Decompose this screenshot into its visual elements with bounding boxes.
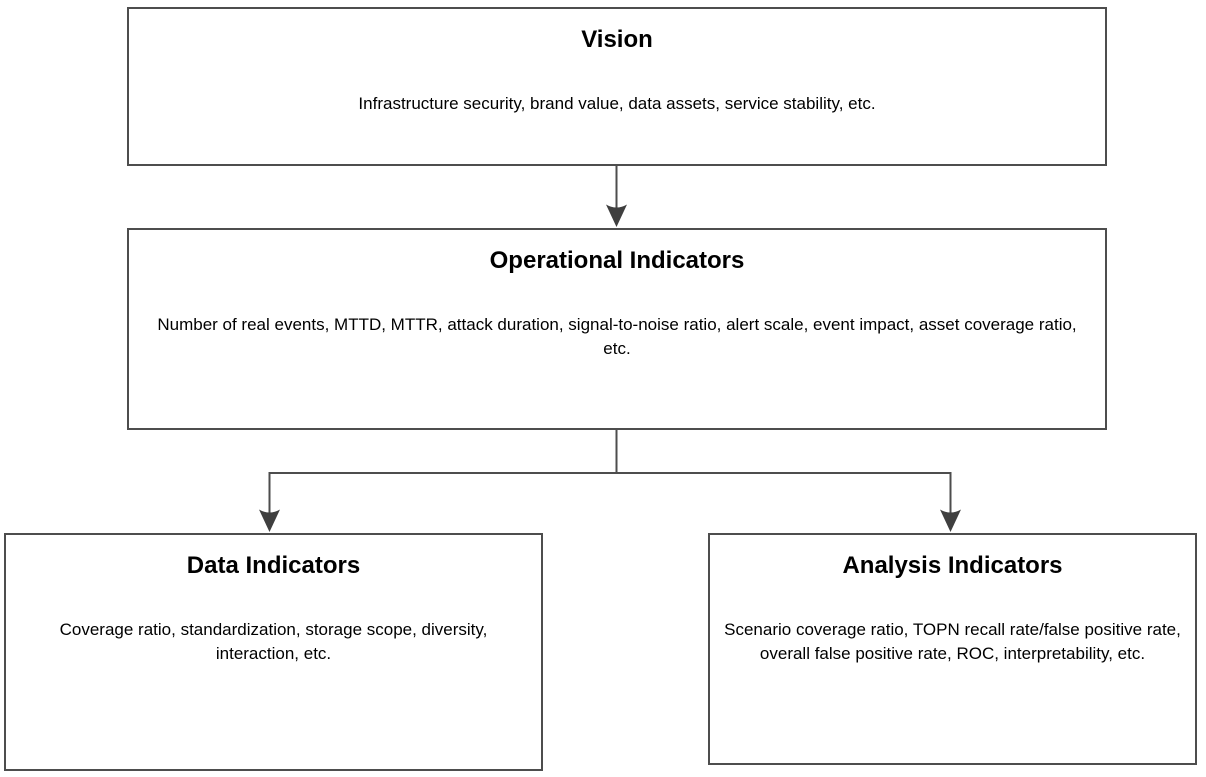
node-analysis-indicators-body: Scenario coverage ratio, TOPN recall rat… — [724, 620, 1181, 663]
arrowhead-operational — [606, 204, 627, 227]
node-data-indicators: Data Indicators Coverage ratio, standard… — [4, 533, 543, 771]
node-vision-title: Vision — [581, 26, 653, 53]
node-data-indicators-title: Data Indicators — [186, 552, 361, 579]
node-operational-indicators-body: Number of real events, MTTD, MTTR, attac… — [157, 315, 1077, 358]
node-vision-body: Infrastructure security, brand value, da… — [358, 94, 876, 113]
node-operational-indicators: Operational Indicators Number of real ev… — [127, 228, 1107, 430]
arrowhead-data — [259, 509, 280, 532]
node-operational-indicators-title: Operational Indicators — [489, 247, 745, 274]
node-analysis-indicators-title: Analysis Indicators — [842, 552, 1063, 579]
arrowhead-analysis — [940, 509, 961, 532]
node-vision: Vision Infrastructure security, brand va… — [127, 7, 1107, 166]
node-analysis-indicators: Analysis Indicators Scenario coverage ra… — [708, 533, 1197, 765]
node-data-indicators-body: Coverage ratio, standardization, storage… — [59, 620, 488, 663]
